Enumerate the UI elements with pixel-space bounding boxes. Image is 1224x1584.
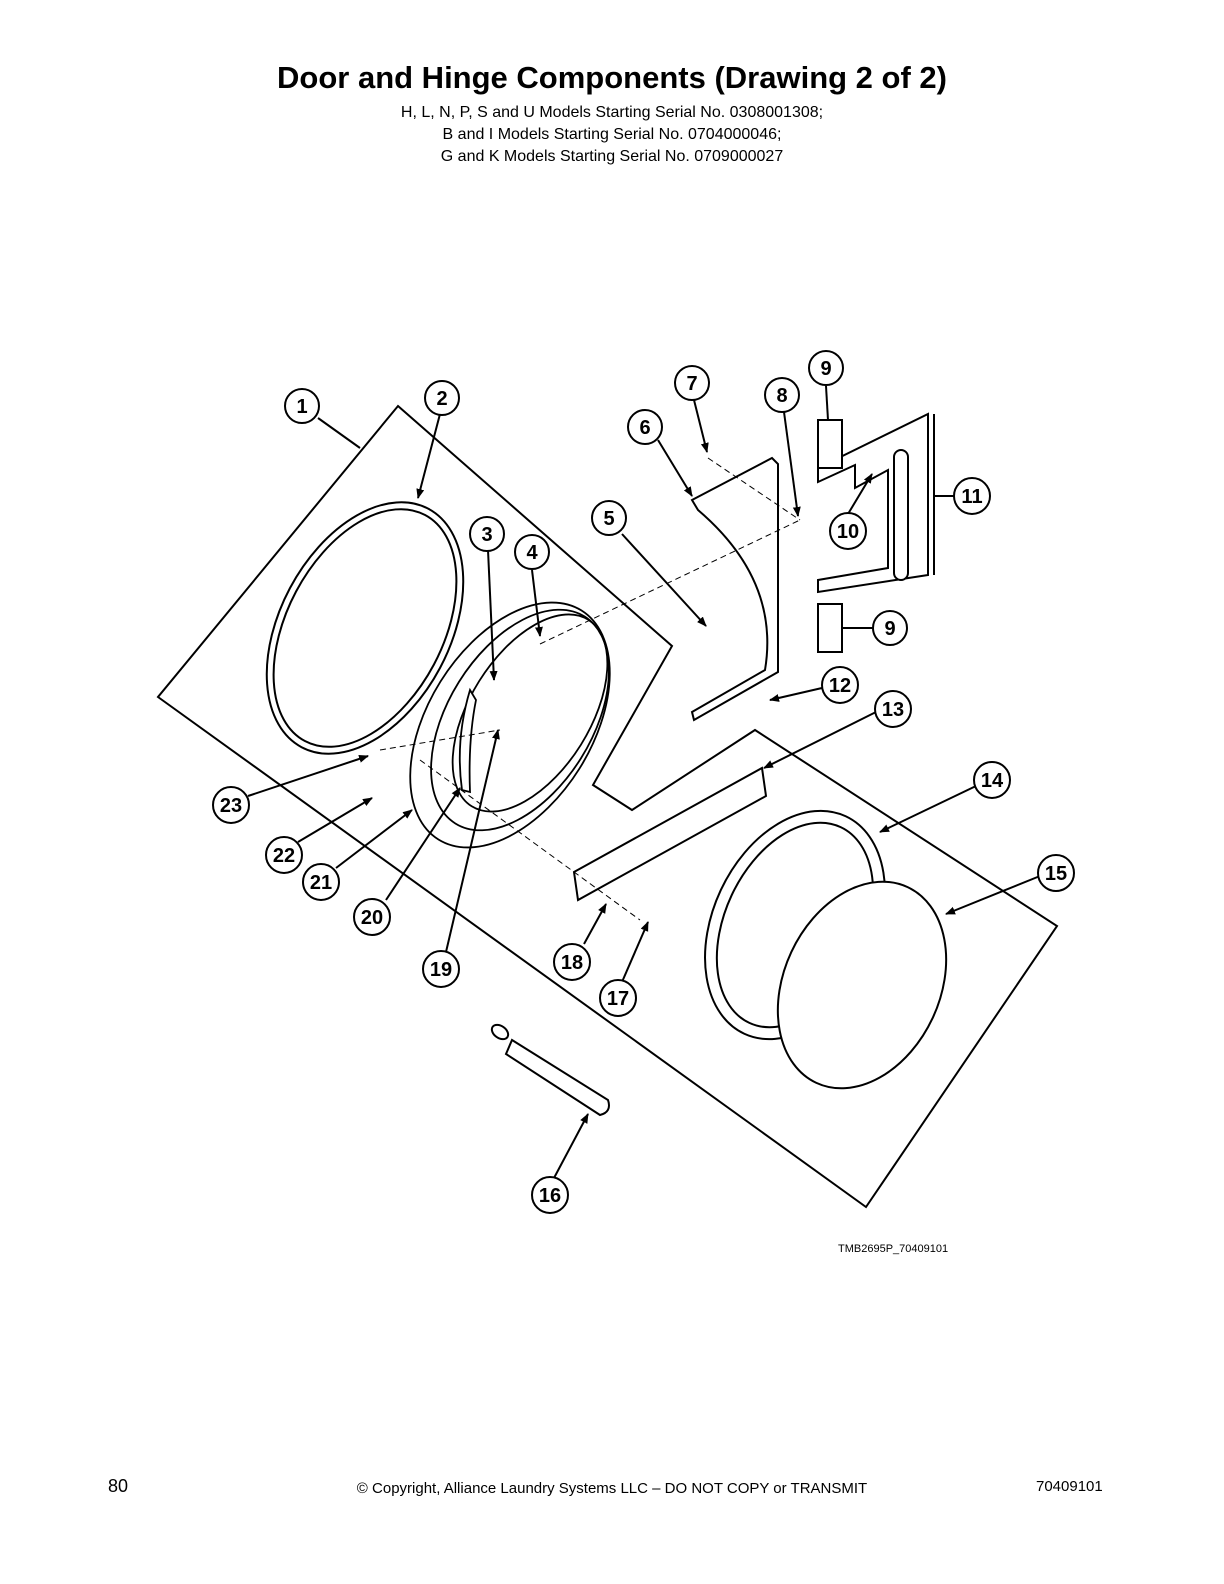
callout-label: 15 — [1045, 863, 1067, 885]
callout-22: 22 — [265, 836, 303, 874]
callout-1: 1 — [284, 388, 320, 424]
callout-label: 5 — [603, 508, 614, 530]
callout-label: 9 — [820, 358, 831, 380]
callout-5: 5 — [591, 500, 627, 536]
copyright-notice: © Copyright, Alliance Laundry Systems LL… — [356, 1480, 868, 1497]
callout-12: 12 — [821, 666, 859, 704]
document-number: 70409101 — [1036, 1478, 1103, 1495]
callout-3: 3 — [469, 516, 505, 552]
callout-label: 6 — [639, 417, 650, 439]
callout-13: 13 — [874, 690, 912, 728]
callout-label: 9 — [884, 618, 895, 640]
assembly-lines — [379, 457, 801, 921]
callout-17: 17 — [599, 979, 637, 1017]
callout-19: 19 — [422, 950, 460, 988]
callout-label: 7 — [686, 373, 697, 395]
callout-9-bottom: 9 — [872, 610, 908, 646]
callout-label: 22 — [273, 845, 295, 867]
callout-7: 7 — [674, 365, 710, 401]
drawing-code: TMB2695P_70409101 — [838, 1243, 949, 1255]
callout-label: 2 — [436, 388, 447, 410]
callout-9-top: 9 — [808, 350, 844, 386]
leader-arrows — [247, 385, 1041, 1179]
page-title: Door and Hinge Components (Drawing 2 of … — [277, 60, 947, 95]
callout-label: 1 — [296, 396, 307, 418]
callout-4: 4 — [514, 534, 550, 570]
callout-15: 15 — [1037, 854, 1075, 892]
callout-6: 6 — [627, 409, 663, 445]
page-number: 80 — [108, 1476, 129, 1496]
gasket-ring — [265, 501, 465, 755]
hinge-plate — [690, 456, 779, 722]
callout-label: 16 — [539, 1185, 561, 1207]
door-glass — [776, 880, 948, 1090]
callout-label: 23 — [220, 795, 242, 817]
subtitle-line-2: B and I Models Starting Serial No. 07040… — [442, 126, 782, 143]
callout-14: 14 — [973, 761, 1011, 799]
subtitle-line-1: H, L, N, P, S and U Models Starting Seri… — [400, 104, 824, 121]
callout-label: 10 — [837, 521, 859, 543]
callout-20: 20 — [353, 898, 391, 936]
subtitle-line-3: G and K Models Starting Serial No. 07090… — [440, 148, 784, 165]
callout-label: 14 — [981, 770, 1004, 792]
callout-label: 18 — [561, 952, 583, 974]
callout-label: 11 — [961, 486, 982, 508]
callout-10: 10 — [829, 512, 867, 550]
callout-label: 3 — [481, 524, 492, 546]
callout-label: 21 — [310, 872, 332, 894]
callout-label: 20 — [361, 907, 383, 929]
callout-11: 11 — [953, 477, 991, 515]
callout-label: 4 — [526, 542, 538, 564]
callout-label: 13 — [882, 699, 904, 721]
callout-2: 2 — [424, 380, 460, 416]
door-frame-outline — [156, 404, 1059, 1209]
callout-label: 12 — [829, 675, 851, 697]
callout-label: 17 — [607, 988, 629, 1010]
callout-23: 23 — [212, 786, 250, 824]
callout-label: 19 — [430, 959, 452, 981]
callout-21: 21 — [302, 863, 340, 901]
callout-8: 8 — [764, 377, 800, 413]
hinge-bracket — [817, 412, 929, 653]
hinge-strip — [572, 766, 768, 902]
callout-label: 8 — [776, 385, 787, 407]
inner-door-ring — [409, 601, 611, 849]
callout-18: 18 — [553, 943, 591, 981]
hinge-pin — [490, 1023, 610, 1117]
callout-16: 16 — [531, 1176, 569, 1214]
